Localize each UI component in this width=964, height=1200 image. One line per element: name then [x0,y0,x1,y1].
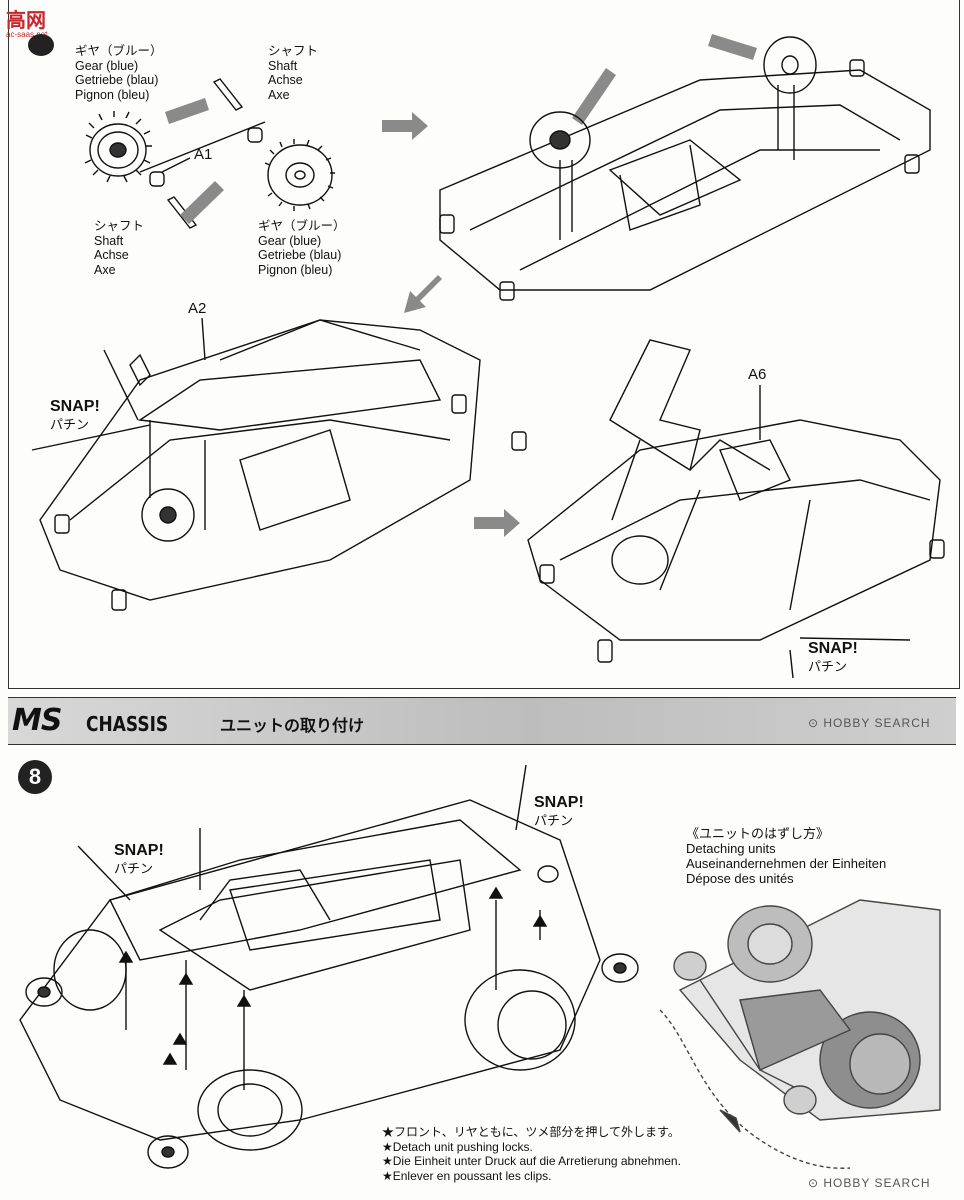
detach-title-de: Auseinandernehmen der Einheiten [686,856,887,871]
section-header-band [8,697,956,745]
snap-jp-text: パチン [808,659,848,674]
chassis-top-right [439,36,931,301]
snap-text: SNAP! [114,842,164,859]
watermark-logo: 高网 ac-saas.net [6,4,66,56]
shaft-label-bottom: シャフト Shaft Achse Axe [94,219,144,277]
snap-callout-step7-right: SNAP! パチン [808,640,858,676]
detach-title-en: Detaching units [686,841,776,856]
gear-blue-right-icon [264,139,335,211]
shaft-label-bottom-fr: Axe [94,262,116,277]
chassis-middle-left [39,319,527,611]
gear-label-top: ギヤ（ブルー） Gear (blue) Getriebe (blau) Pign… [75,44,163,102]
shaft-label-bottom-en: Shaft [94,233,124,248]
part-a6-label: A6 [748,366,767,383]
chassis-step8 [19,799,639,1169]
detach-title-jp: 《ユニットのはずし方》 [686,826,830,841]
part-a1-label: A1 [194,146,213,163]
step7-panel [8,0,960,689]
detach-photo [659,899,941,1169]
snap-jp-text: パチン [50,417,90,432]
hobby-search-text: HOBBY SEARCH [823,1176,931,1190]
watermark-sub: ac-saas.net [6,30,48,39]
detach-title: 《ユニットのはずし方》 Detaching units Auseinandern… [686,826,886,886]
note-jp: ★フロント、リヤともに、ツメ部分を押して外します。 [382,1125,680,1139]
chassis-logo: CHASSIS [86,712,169,736]
gear-label-top-fr: Pignon (bleu) [75,87,150,102]
snap-jp-text: パチン [114,861,154,876]
gear-label-bottom: ギヤ（ブルー） Gear (blue) Getriebe (blau) Pign… [258,219,346,277]
shaft-label-top: シャフト Shaft Achse Axe [268,44,318,102]
hobby-search-watermark: ⊙ HOBBY SEARCH [808,716,931,730]
detach-title-fr: Dépose des unités [686,871,794,886]
hobby-search-icon: ⊙ [808,1176,824,1190]
hobby-search-watermark-bottom: ⊙ HOBBY SEARCH [808,1176,931,1190]
note-fr: ★Enlever en poussant les clips. [382,1168,552,1183]
chassis-middle-right [527,339,945,663]
gear-label-bottom-jp: ギヤ（ブルー） [258,219,346,233]
shaft-label-top-jp: シャフト [268,44,319,58]
note-de: ★Die Einheit unter Druck auf die Arretie… [382,1154,681,1168]
shaft-label-bottom-de: Achse [94,248,129,262]
gear-blue-left-icon [84,111,152,183]
snap-text: SNAP! [808,640,858,657]
step-number-badge: 8 [18,760,52,794]
snap-callout-step7-left: SNAP! パチン [50,398,100,434]
watermark-text: 高网 [6,8,46,32]
gear-label-bottom-fr: Pignon (bleu) [258,262,333,277]
snap-callout-step8-right: SNAP! パチン [534,794,584,830]
detach-notes: ★フロント、リヤともに、ツメ部分を押して外します。 ★Detach unit p… [382,1125,681,1183]
shaft-label-top-de: Achse [268,73,303,87]
gear-label-top-de: Getriebe (blau) [75,73,159,87]
gear-label-top-jp: ギヤ（ブルー） [75,44,163,58]
step7-badge [28,34,54,56]
hobby-search-text: HOBBY SEARCH [823,716,931,730]
note-en: ★Detach unit pushing locks. [382,1139,533,1154]
gear-label-bottom-en: Gear (blue) [258,233,322,248]
ms-logo: MS [12,703,62,738]
section-title-jp: ユニットの取り付け [220,718,365,735]
shaft-label-bottom-jp: シャフト [94,219,145,233]
snap-callout-step8-left: SNAP! パチン [114,842,164,878]
gear-label-top-en: Gear (blue) [75,58,139,73]
snap-jp-text: パチン [534,813,574,828]
gear-label-bottom-de: Getriebe (blau) [258,248,342,262]
shaft-label-top-en: Shaft [268,58,298,73]
hobby-search-icon: ⊙ [808,716,824,730]
part-a2-label: A2 [188,300,207,317]
snap-text: SNAP! [534,794,584,811]
snap-text: SNAP! [50,398,100,415]
shaft-label-top-fr: Axe [268,87,290,102]
